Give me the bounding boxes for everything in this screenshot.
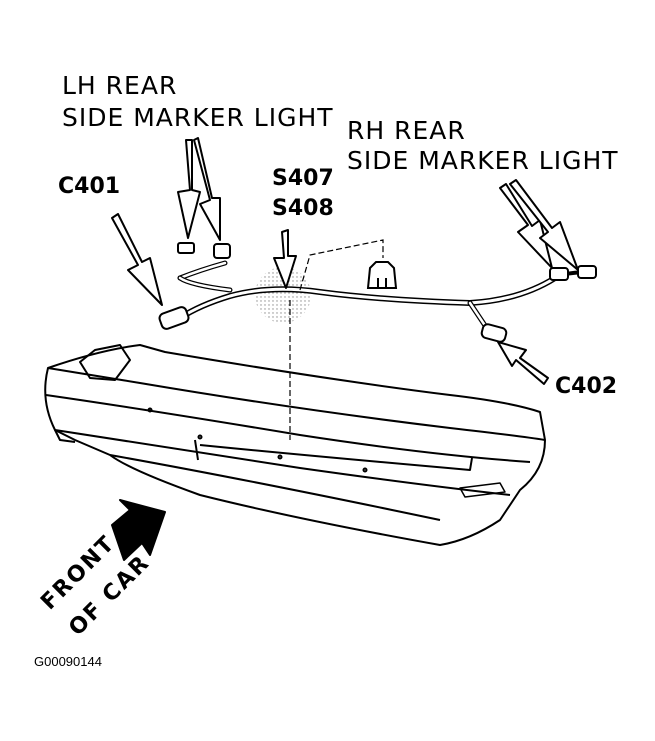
connector-c402-label: C402 bbox=[555, 374, 618, 399]
rear-bumper-cover bbox=[44, 344, 546, 546]
splice-s408-label: S408 bbox=[272, 196, 334, 221]
bumper-clip bbox=[366, 261, 398, 289]
pointer-arrows bbox=[111, 137, 579, 561]
connector-c401-label: C401 bbox=[58, 174, 121, 199]
front-of-car-label: FRONT OF CAR bbox=[30, 531, 180, 650]
splice-s407-label: S407 bbox=[272, 166, 334, 191]
rh-rear-label-line2: SIDE MARKER LIGHT bbox=[347, 146, 619, 175]
rh-side-marker-light bbox=[549, 265, 597, 281]
lh-side-marker-light bbox=[177, 242, 231, 259]
lh-rear-label-line2: SIDE MARKER LIGHT bbox=[62, 103, 334, 132]
splice-shading bbox=[255, 267, 311, 323]
connector-c402 bbox=[480, 323, 508, 343]
rh-rear-label-line1: RH REAR bbox=[347, 116, 466, 145]
leader-lines bbox=[289, 239, 384, 440]
lh-rear-label-line1: LH REAR bbox=[62, 71, 178, 100]
figure-id: G00090144 bbox=[34, 654, 102, 669]
connector-c401 bbox=[158, 306, 190, 330]
